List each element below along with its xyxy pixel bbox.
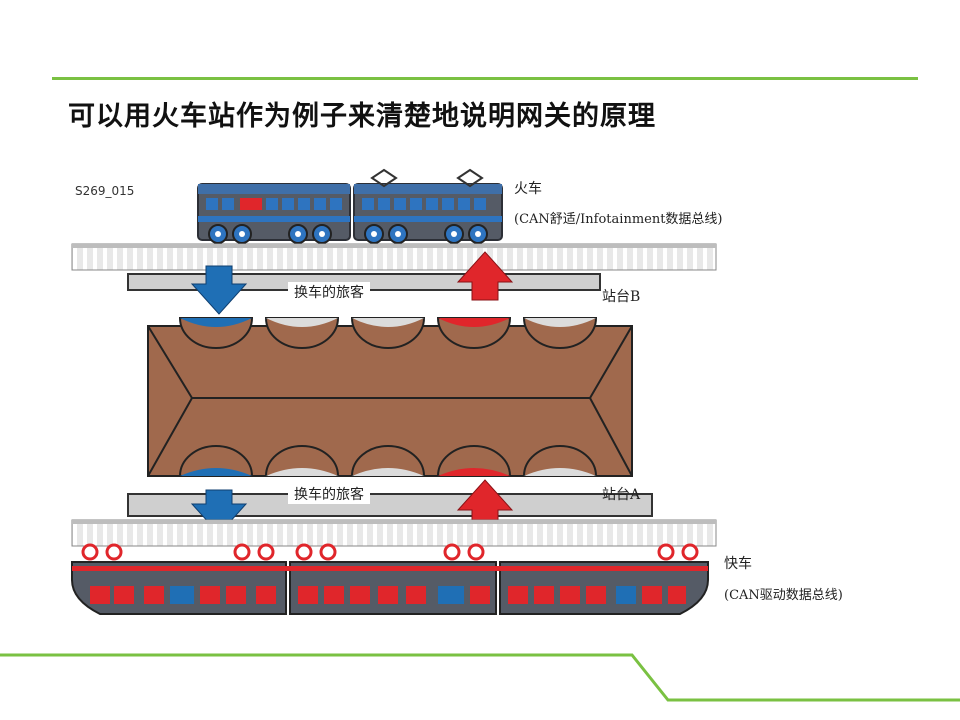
- upper-train: [197, 168, 503, 244]
- platform-a-label: 站台A: [602, 487, 641, 503]
- upper-train-bus: (CAN舒适/Infotainment数据总线): [514, 212, 723, 227]
- lower-train-name: 快车: [724, 556, 752, 572]
- lower-train-bus: (CAN驱动数据总线): [724, 588, 843, 603]
- transfer-label-upper: 换车的旅客: [288, 282, 370, 302]
- upper-train-name: 火车: [514, 181, 542, 197]
- platform-b-label: 站台B: [602, 289, 641, 305]
- lower-train: [71, 543, 709, 615]
- red-arrow-up-upper: [456, 251, 514, 301]
- figure-code: S269_015: [75, 184, 135, 198]
- station-building: [147, 317, 633, 477]
- blue-arrow-down-lower: [190, 489, 248, 535]
- platform-a: [127, 493, 653, 517]
- blue-arrow-down-upper: [190, 265, 248, 315]
- slide-title: 可以用火车站作为例子来清楚地说明网关的原理: [68, 101, 656, 132]
- gateway-diagram: [71, 168, 717, 615]
- header-divider: [52, 77, 918, 80]
- upper-track: [71, 243, 717, 271]
- transfer-label-lower: 换车的旅客: [288, 484, 370, 504]
